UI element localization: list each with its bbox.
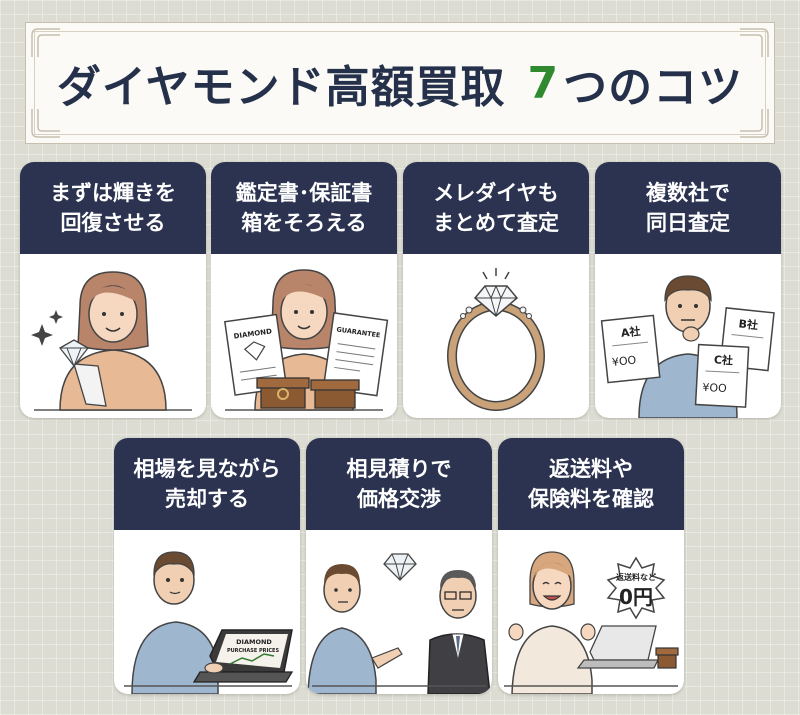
badge-caption: 返送料など <box>616 572 656 582</box>
card-title-line1: 複数社で <box>646 181 730 205</box>
price-negotiation-icon <box>307 553 491 694</box>
card-title-line2: 同日査定 <box>646 211 730 235</box>
card-header: まずは輝きを 回復させる <box>20 162 206 254</box>
title-inner-border <box>34 31 766 135</box>
tip-card-multiple-companies: 複数社で 同日査定 A社 ¥OO B社 ¥O <box>595 162 781 418</box>
card-title-line1: 相場を見ながら <box>133 457 281 481</box>
title-banner: ダイヤモンド高額買取 7 つのコツ <box>25 22 775 144</box>
man-checking-laptop-icon: DIAMOND PURCHASE PRICES <box>124 551 294 694</box>
corner-ornament-icon <box>740 28 769 57</box>
card-title-line2: 価格交渉 <box>357 487 441 511</box>
tip-card-documents: 鑑定書･保証書 箱をそろえる DIAMOND GUARANTEE <box>211 162 397 418</box>
card-illustration: 返送料など 0円 <box>498 530 684 694</box>
card-illustration <box>20 254 206 418</box>
card-title-line2: 箱をそろえる <box>241 211 367 235</box>
card-header: 鑑定書･保証書 箱をそろえる <box>211 162 397 254</box>
woman-free-return-icon: 返送料など 0円 <box>504 551 679 694</box>
corner-ornament-icon <box>31 109 60 138</box>
title-number: 7 <box>527 57 560 109</box>
card-title-line1: 返送料や <box>549 457 633 481</box>
card-title-line1: 相見積りで <box>346 457 452 481</box>
quote-a-price: ¥OO <box>611 354 637 370</box>
quote-c-label: C社 <box>714 352 734 367</box>
card-header: 返送料や 保険料を確認 <box>498 438 684 530</box>
tip-card-melee: メレダイヤも まとめて査定 <box>403 162 589 418</box>
corner-ornament-icon <box>31 28 60 57</box>
quote-a-label: A社 <box>620 324 641 340</box>
quote-b-label: B社 <box>738 316 759 332</box>
tip-card-negotiation: 相見積りで 価格交渉 <box>306 438 492 694</box>
card-title-line1: 鑑定書･保証書 <box>235 181 373 205</box>
woman-holding-certificates-icon: DIAMOND GUARANTEE <box>223 269 389 411</box>
quote-c-price: ¥OO <box>702 381 727 395</box>
title-main: ダイヤモンド高額買取 <box>56 62 506 113</box>
card-title-line2: 売却する <box>165 487 249 511</box>
laptop-screen-title: DIAMOND <box>236 638 272 646</box>
card-illustration: DIAMOND GUARANTEE <box>211 254 397 418</box>
tip-card-return-fees: 返送料や 保険料を確認 返送料など 0円 <box>498 438 684 694</box>
card-title-line2: 保険料を確認 <box>528 487 654 511</box>
man-comparing-quotes-icon: A社 ¥OO B社 ¥O C社 ¥OO <box>600 275 775 418</box>
card-title-line1: まずは輝きを <box>50 181 176 205</box>
title-suffix: つのコツ <box>563 62 744 113</box>
card-title-line2: 回復させる <box>60 211 166 235</box>
card-illustration: DIAMOND PURCHASE PRICES <box>114 530 300 694</box>
woman-polishing-diamond-icon <box>31 271 192 411</box>
badge-zero-yen: 0円 <box>619 585 653 609</box>
card-header: 相場を見ながら 売却する <box>114 438 300 530</box>
page-title: ダイヤモンド高額買取 7 つのコツ <box>26 23 774 143</box>
card-header: 相見積りで 価格交渉 <box>306 438 492 530</box>
card-title-line2: まとめて査定 <box>433 211 559 235</box>
tip-card-polish: まずは輝きを 回復させる <box>20 162 206 418</box>
card-header: メレダイヤも まとめて査定 <box>403 162 589 254</box>
diamond-ring-icon <box>447 268 545 411</box>
card-header: 複数社で 同日査定 <box>595 162 781 254</box>
tip-card-market-price: 相場を見ながら 売却する DIAMOND PURCHASE PRICES <box>114 438 300 694</box>
card-title-line1: メレダイヤも <box>433 181 559 205</box>
card-illustration: A社 ¥OO B社 ¥O C社 ¥OO <box>595 254 781 418</box>
card-illustration <box>403 254 589 418</box>
laptop-screen-subtitle: PURCHASE PRICES <box>227 648 280 654</box>
card-illustration <box>306 530 492 694</box>
corner-ornament-icon <box>740 109 769 138</box>
